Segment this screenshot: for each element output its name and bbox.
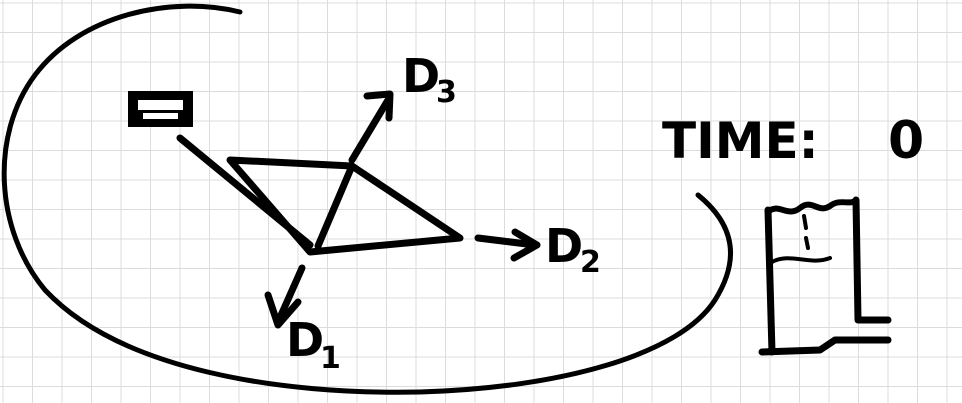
triangle-outline xyxy=(226,156,464,256)
svg-text:2: 2 xyxy=(580,245,601,280)
label-d2: D 2 xyxy=(545,219,601,280)
time-value: 0 xyxy=(888,111,924,171)
svg-text:D: D xyxy=(545,219,583,273)
anchor-box xyxy=(128,91,193,127)
loop-curve xyxy=(1,3,733,395)
time-readout: TIME: 0 xyxy=(662,111,924,171)
timer-icon xyxy=(758,196,892,356)
svg-text:D: D xyxy=(402,49,440,103)
svg-text:D: D xyxy=(286,313,324,367)
time-label: TIME: xyxy=(662,112,819,170)
label-d1: D 1 xyxy=(286,313,341,376)
arrow-d1 xyxy=(264,264,306,329)
arrow-d3 xyxy=(348,90,394,164)
arrow-d2 xyxy=(474,228,541,262)
svg-text:3: 3 xyxy=(436,75,457,110)
svg-text:1: 1 xyxy=(320,341,341,376)
triangle-diagonal xyxy=(314,162,356,250)
label-d3: D 3 xyxy=(402,49,457,110)
